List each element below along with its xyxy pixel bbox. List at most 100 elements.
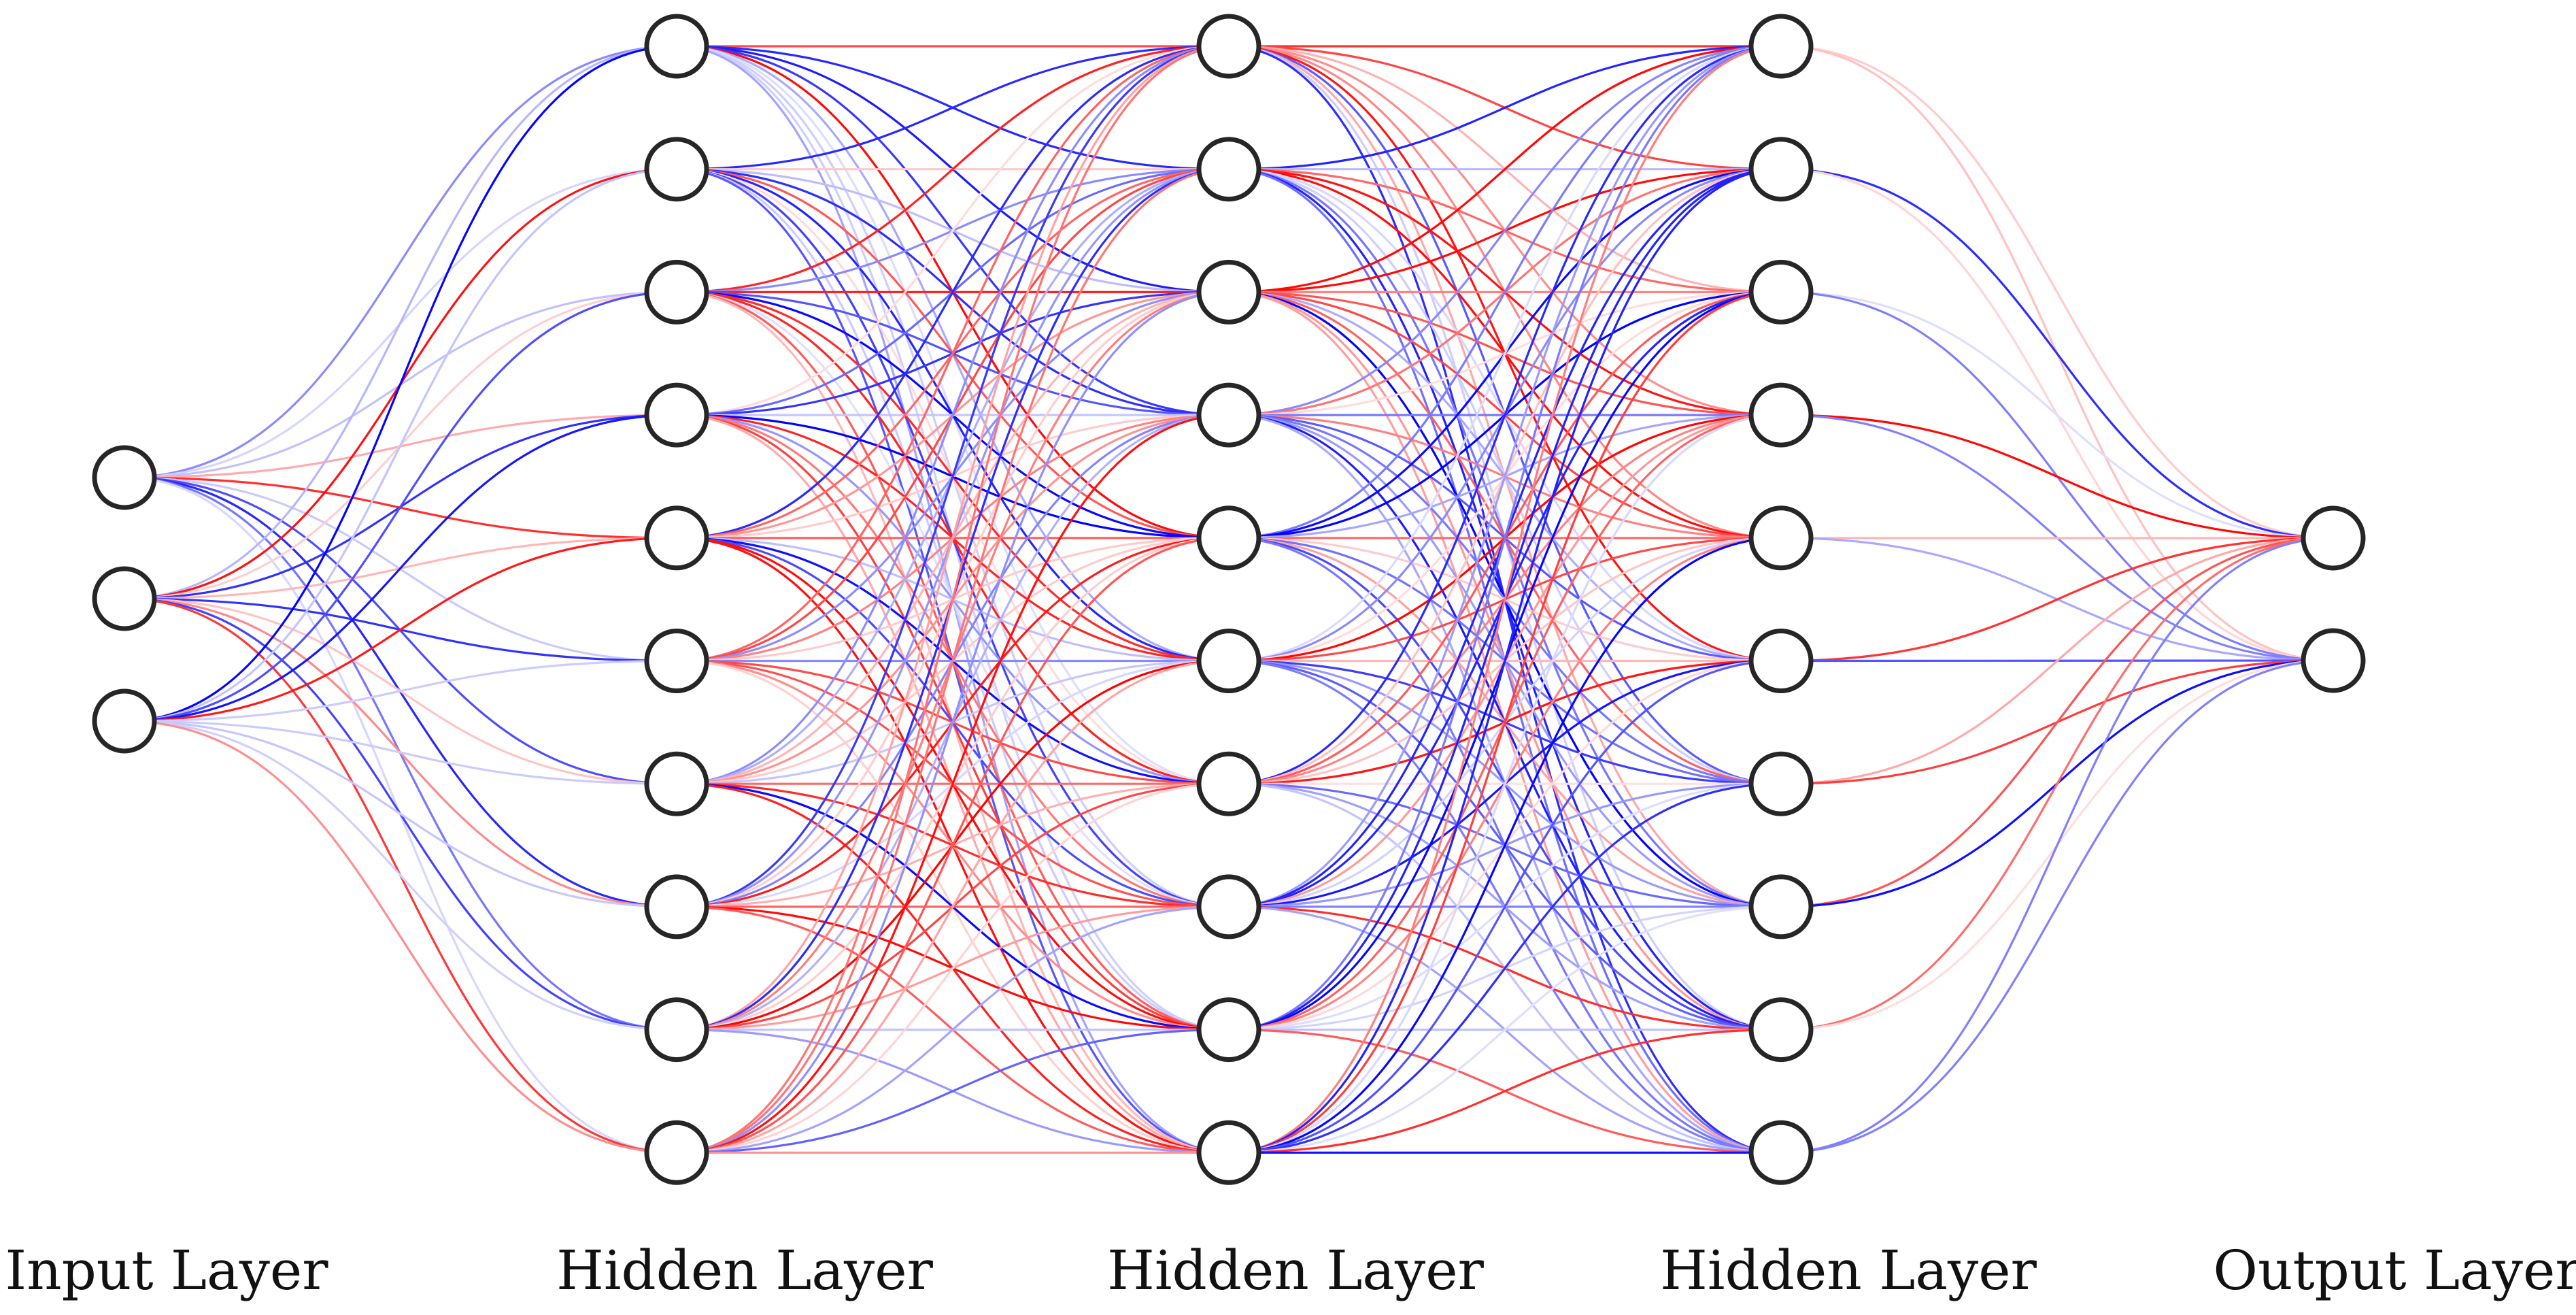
neuron-l2-9 bbox=[1196, 1120, 1261, 1185]
neuron-l2-2 bbox=[1196, 259, 1261, 324]
connection-l2-9-6 bbox=[1228, 782, 1782, 1154]
neuron-l3-5 bbox=[1748, 629, 1814, 693]
neuron-l0-1 bbox=[92, 566, 157, 631]
connection-l3-7-0 bbox=[1780, 537, 2334, 908]
connection-l3-0-0 bbox=[1780, 45, 2334, 539]
neuron-l3-4 bbox=[1748, 505, 1814, 571]
neuron-l2-0 bbox=[1196, 14, 1261, 79]
connection-l2-3-0 bbox=[1228, 45, 1782, 416]
neuron-l2-5 bbox=[1196, 629, 1261, 693]
connection-l1-4-0 bbox=[676, 45, 1230, 539]
connection-l0-2-3 bbox=[124, 414, 677, 722]
neuron-l1-3 bbox=[644, 382, 709, 448]
neuron-l2-1 bbox=[1196, 137, 1261, 202]
neuron-l3-9 bbox=[1748, 1120, 1814, 1185]
neuron-l3-2 bbox=[1748, 259, 1814, 324]
connection-l2-1-0 bbox=[1228, 45, 1782, 171]
connection-l0-1-0 bbox=[124, 45, 677, 600]
neuron-l1-6 bbox=[644, 751, 709, 816]
connection-l2-9-5 bbox=[1228, 659, 1782, 1154]
neuron-l1-5 bbox=[644, 629, 709, 693]
connection-l1-7-0 bbox=[676, 45, 1230, 908]
connection-l1-8-0 bbox=[676, 45, 1230, 1031]
layer-label-hidden-1: Hidden Layer bbox=[556, 1239, 933, 1302]
neuron-l3-7 bbox=[1748, 874, 1814, 939]
connection-l1-9-8 bbox=[676, 1029, 1230, 1154]
connection-l1-6-0 bbox=[676, 45, 1230, 785]
connection-l1-2-0 bbox=[676, 45, 1230, 293]
neurons bbox=[92, 14, 2366, 1185]
connection-l2-6-0 bbox=[1228, 45, 1782, 785]
connection-l2-7-0 bbox=[1228, 45, 1782, 908]
connection-l0-2-2 bbox=[124, 290, 677, 722]
connection-l1-9-2 bbox=[676, 290, 1230, 1154]
connection-l2-2-0 bbox=[1228, 45, 1782, 293]
connection-l1-5-0 bbox=[676, 45, 1230, 663]
connection-l1-9-5 bbox=[676, 659, 1230, 1154]
layer-label-hidden-2: Hidden Layer bbox=[1107, 1239, 1484, 1302]
connection-l2-9-0 bbox=[1228, 45, 1782, 1154]
neuron-l3-6 bbox=[1748, 751, 1814, 816]
neuron-l2-3 bbox=[1196, 382, 1261, 448]
connection-l3-9-1 bbox=[1780, 659, 2334, 1154]
layer-label-input: Input Layer bbox=[5, 1239, 328, 1302]
connection-l0-2-8 bbox=[124, 720, 677, 1031]
neuron-l1-8 bbox=[644, 997, 709, 1063]
connection-l2-8-0 bbox=[1228, 45, 1782, 1031]
neuron-l3-3 bbox=[1748, 382, 1814, 448]
neuron-l4-1 bbox=[2301, 628, 2366, 693]
neuron-l3-0 bbox=[1748, 14, 1814, 79]
connection-l0-2-0 bbox=[124, 45, 677, 722]
connection-l1-3-0 bbox=[676, 45, 1230, 416]
neuron-l1-0 bbox=[644, 14, 709, 79]
layer-label-output: Output Layer bbox=[2213, 1239, 2576, 1302]
connection-l0-2-4 bbox=[124, 537, 677, 722]
connection-l3-3-0 bbox=[1780, 414, 2334, 539]
neuron-l1-1 bbox=[644, 137, 709, 202]
connection-l2-4-0 bbox=[1228, 45, 1782, 539]
neuron-l0-0 bbox=[92, 445, 157, 510]
connection-l3-5-0 bbox=[1780, 537, 2334, 663]
neuron-l2-4 bbox=[1196, 505, 1261, 571]
connections bbox=[124, 45, 2334, 1154]
connection-l0-2-9 bbox=[124, 720, 677, 1154]
neuron-l0-2 bbox=[92, 688, 157, 754]
connection-l2-5-0 bbox=[1228, 45, 1782, 663]
connection-l2-9-3 bbox=[1228, 414, 1782, 1154]
connection-l2-9-7 bbox=[1228, 905, 1782, 1154]
connection-l1-9-6 bbox=[676, 782, 1230, 1154]
connection-l2-9-1 bbox=[1228, 168, 1782, 1154]
neuron-l1-2 bbox=[644, 259, 709, 324]
connection-l1-9-3 bbox=[676, 414, 1230, 1154]
connection-l3-6-0 bbox=[1780, 537, 2334, 785]
connection-l2-9-8 bbox=[1228, 1029, 1782, 1154]
connection-l0-2-5 bbox=[124, 659, 677, 722]
connection-l0-0-0 bbox=[124, 45, 677, 479]
layer-label-hidden-3: Hidden Layer bbox=[1660, 1239, 2037, 1302]
neuron-l4-0 bbox=[2301, 505, 2366, 571]
connection-l3-1-0 bbox=[1780, 168, 2334, 539]
neuron-l1-7 bbox=[644, 874, 709, 939]
connection-l1-1-0 bbox=[676, 45, 1230, 171]
connection-l2-9-2 bbox=[1228, 290, 1782, 1154]
connection-l1-9-4 bbox=[676, 537, 1230, 1154]
connection-l0-2-1 bbox=[124, 168, 677, 722]
layer-labels: Input Layer Hidden Layer Hidden Layer Hi… bbox=[5, 1239, 2576, 1302]
neuron-l2-8 bbox=[1196, 997, 1261, 1063]
neuron-l3-1 bbox=[1748, 137, 1814, 202]
connection-l0-2-6 bbox=[124, 720, 677, 785]
connection-l3-8-0 bbox=[1780, 537, 2334, 1031]
neuron-l2-7 bbox=[1196, 874, 1261, 939]
connection-l1-9-1 bbox=[676, 168, 1230, 1154]
connection-l3-2-0 bbox=[1780, 290, 2334, 539]
neuron-l3-8 bbox=[1748, 997, 1814, 1063]
connection-l1-9-7 bbox=[676, 905, 1230, 1154]
neuron-l2-6 bbox=[1196, 751, 1261, 816]
connection-l1-9-0 bbox=[676, 45, 1230, 1154]
connection-l2-9-4 bbox=[1228, 537, 1782, 1154]
neuron-l1-9 bbox=[644, 1120, 709, 1185]
neuron-l1-4 bbox=[644, 505, 709, 571]
connection-l0-2-7 bbox=[124, 720, 677, 908]
connection-l3-9-0 bbox=[1780, 537, 2334, 1154]
